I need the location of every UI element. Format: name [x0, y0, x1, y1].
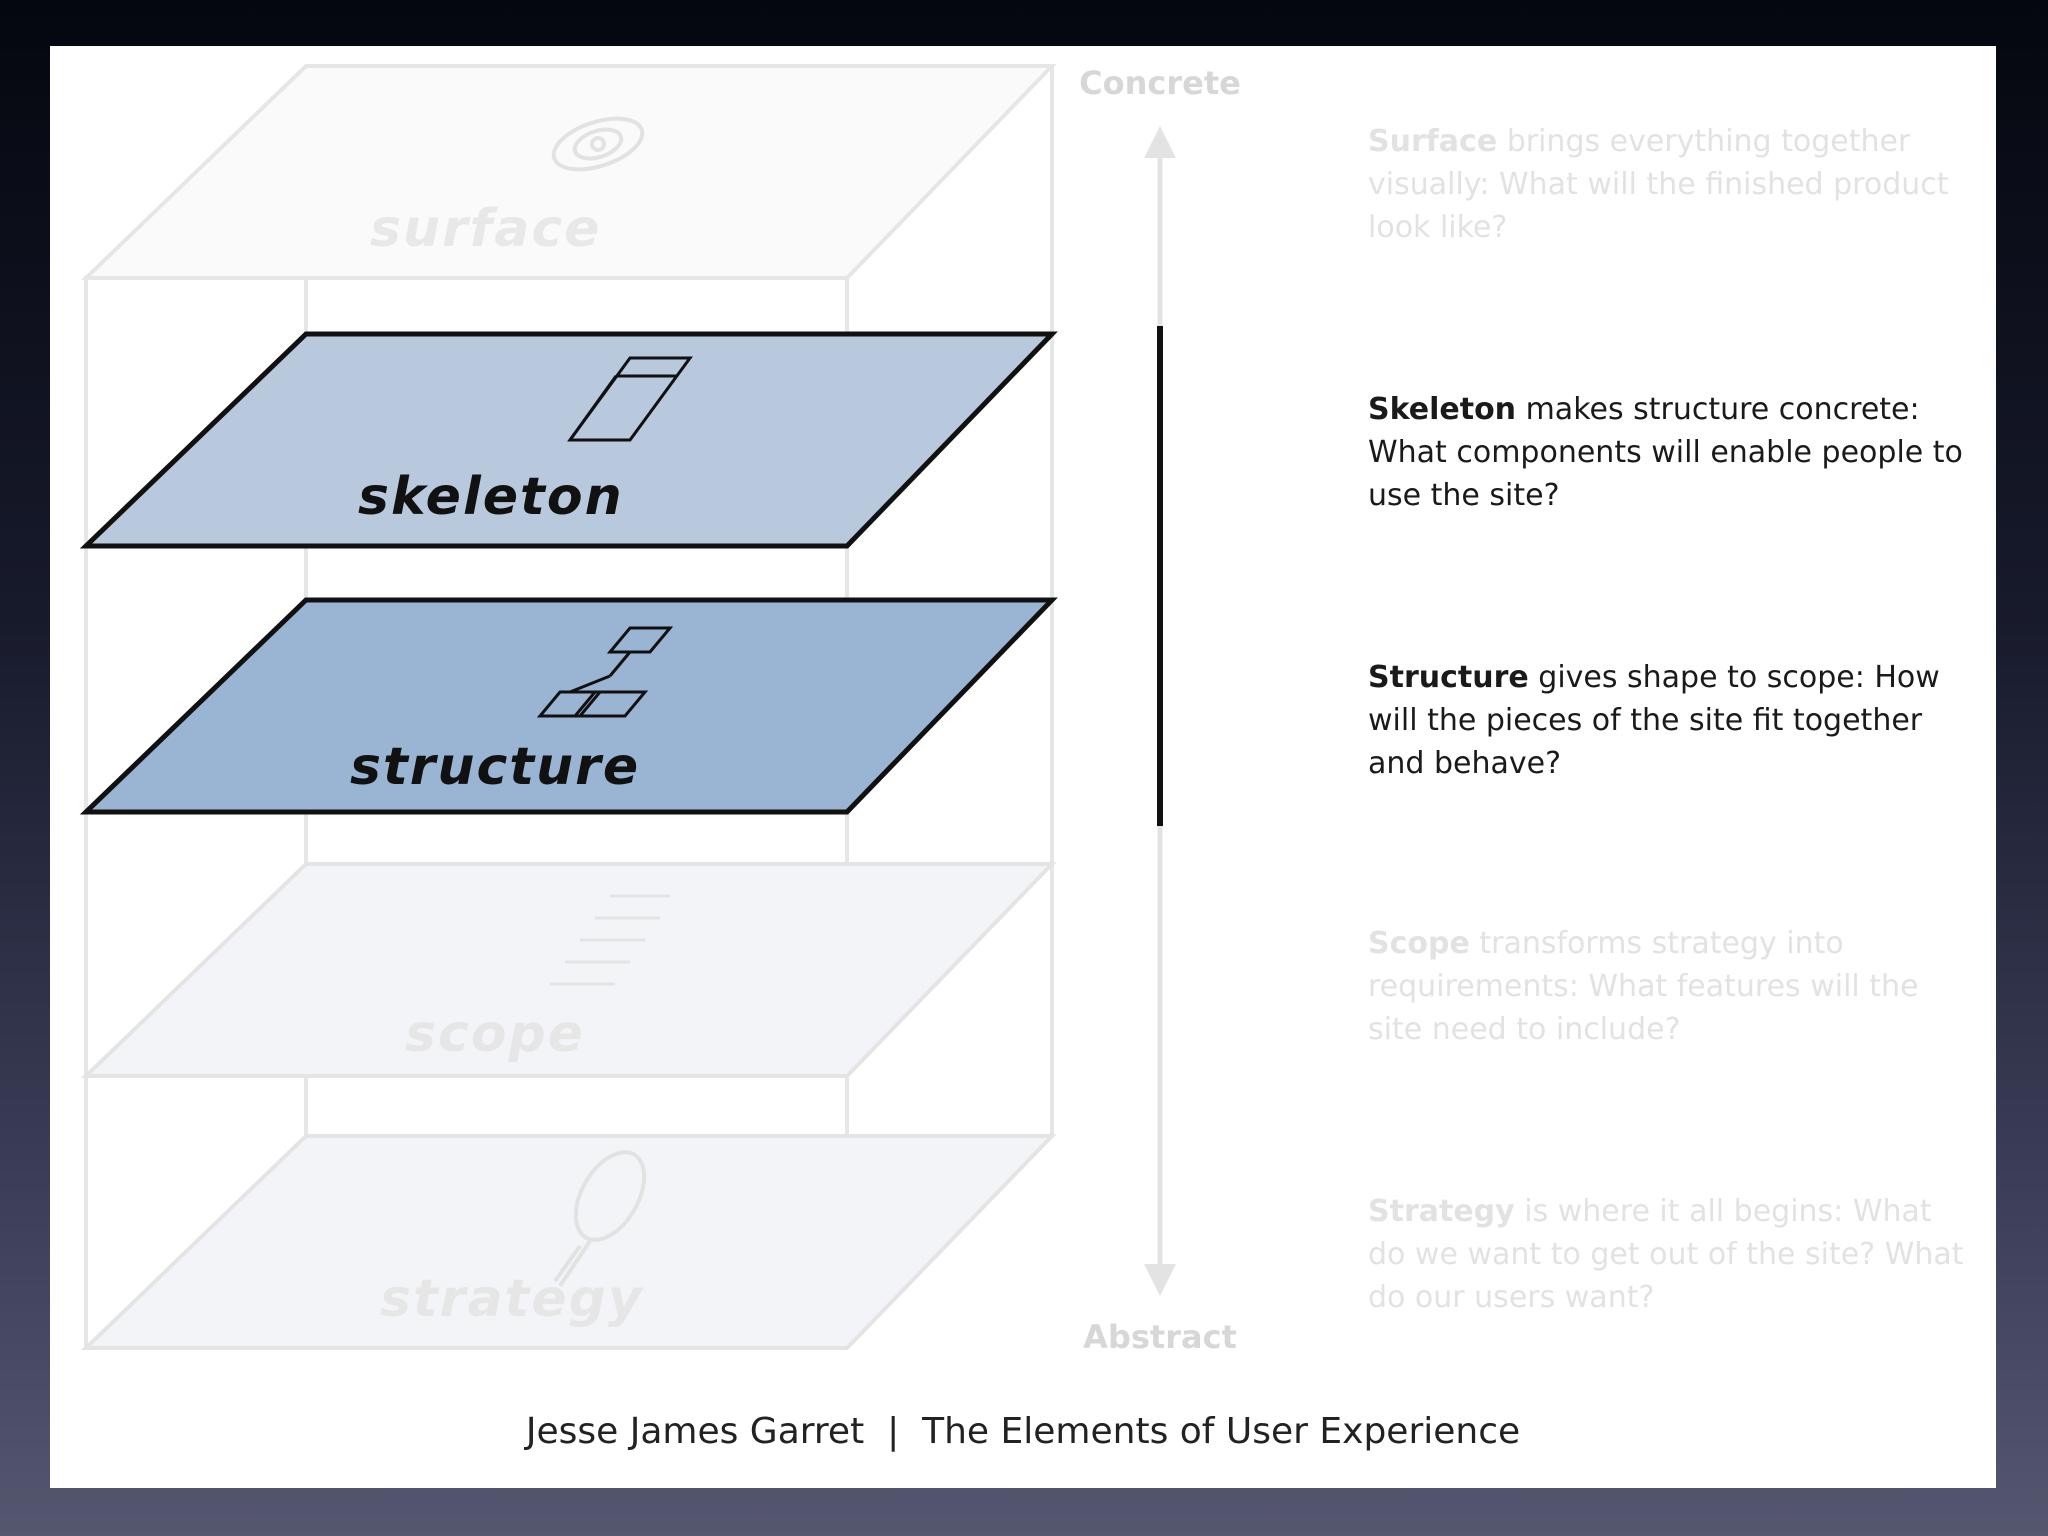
caption: Jesse James Garret | The Elements of Use… — [50, 1411, 1996, 1452]
description-text: makes structure concrete: What component… — [1368, 392, 1963, 513]
axis-label-abstract: Abstract — [1083, 1318, 1237, 1356]
wireframe-icon — [567, 356, 693, 442]
description-term: Scope — [1368, 926, 1470, 961]
plane-label-strategy: strategy — [380, 1269, 644, 1329]
eye-icon — [551, 116, 645, 172]
description-skeleton: Skeleton makes structure concrete: What … — [1368, 388, 1968, 517]
slide: strategy scope structure — [50, 46, 1996, 1488]
description-term: Structure — [1368, 660, 1529, 695]
plane-label-scope: scope — [405, 1004, 585, 1064]
plane-surface: surface — [81, 64, 1057, 280]
plane-skeleton: skeleton — [79, 331, 1058, 549]
up-arrow-icon — [1144, 126, 1176, 158]
concrete-abstract-axis — [1144, 126, 1176, 1296]
description-text: transforms strategy into requirements: W… — [1368, 926, 1919, 1047]
description-term: Strategy — [1368, 1194, 1515, 1229]
plane-label-structure: structure — [350, 737, 640, 797]
description-strategy: Strategy is where it all begins: What do… — [1368, 1190, 1968, 1319]
list-icon — [550, 894, 670, 986]
down-arrow-icon — [1144, 1264, 1176, 1296]
plane-structure: structure — [79, 597, 1058, 815]
description-scope: Scope transforms strategy into requireme… — [1368, 922, 1968, 1051]
caption-title: The Elements of User Experience — [922, 1411, 1521, 1452]
lightbulb-icon — [553, 1150, 647, 1288]
plane-strategy: strategy — [81, 1134, 1057, 1350]
plane-label-skeleton: skeleton — [358, 467, 624, 527]
plane-label-surface: surface — [370, 199, 601, 259]
description-text: brings everything together visually: Wha… — [1368, 124, 1949, 245]
caption-author: Jesse James Garret — [525, 1411, 865, 1452]
description-text: gives shape to scope: How will the piece… — [1368, 660, 1940, 781]
caption-separator: | — [887, 1411, 900, 1452]
axis-label-concrete: Concrete — [1079, 64, 1241, 102]
plane-scope: scope — [81, 862, 1057, 1078]
description-text: is where it all begins: What do we want … — [1368, 1194, 1964, 1315]
description-term: Surface — [1368, 124, 1498, 159]
hierarchy-icon — [536, 626, 674, 718]
description-structure: Structure gives shape to scope: How will… — [1368, 656, 1968, 785]
description-term: Skeleton — [1368, 392, 1517, 427]
description-surface: Surface brings everything together visua… — [1368, 120, 1968, 249]
five-planes-diagram: strategy scope structure — [79, 64, 1176, 1350]
